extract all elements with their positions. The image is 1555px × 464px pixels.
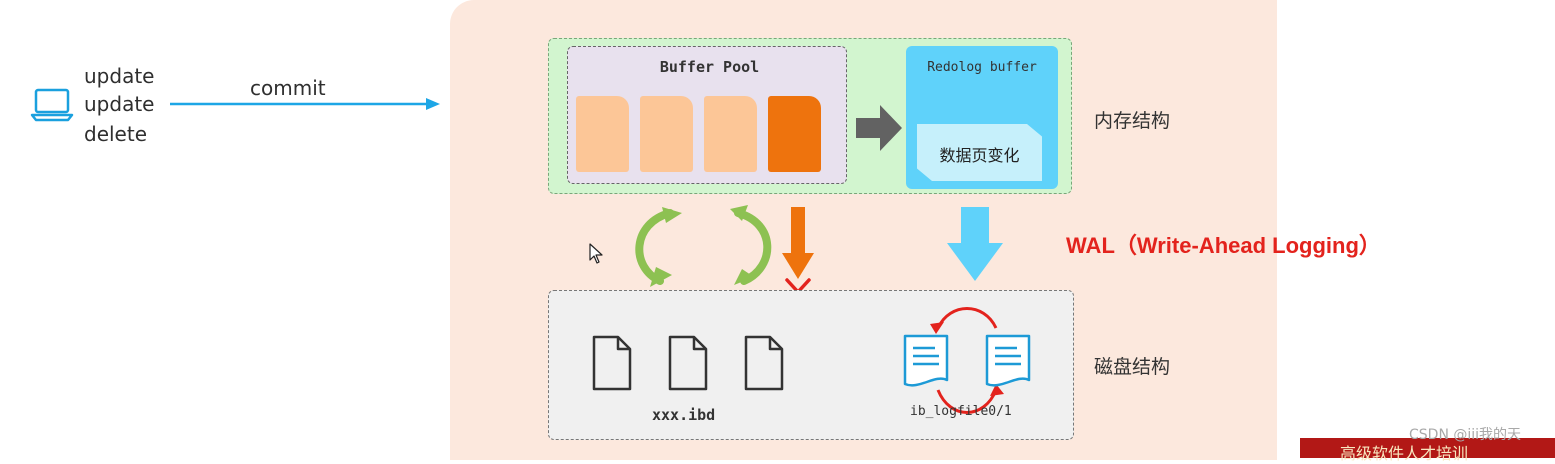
buffer-page-2 [640,96,693,172]
commit-label: commit [250,76,326,100]
logfile-label: ib_logfile0/1 [910,404,1012,419]
laptop-icon [30,88,74,122]
document-icon [903,334,949,387]
watermark: CSDN @iii我的天 [1409,427,1522,443]
redolog-buffer-title: Redolog buffer [927,60,1037,75]
cycle-arrow-icon [635,205,772,287]
file-icon [668,335,708,391]
file-icon [592,335,632,391]
ibd-file-label: xxx.ibd [652,406,716,424]
buffer-pool-title: Buffer Pool [659,58,760,76]
memory-section-label: 内存结构 [1094,110,1171,132]
buffer-page-dirty [768,96,821,172]
cycle-arrow-icon [930,307,1004,414]
disk-section-label: 磁盘结构 [1094,356,1171,378]
flush-arrow [782,207,814,279]
wal-label: WAL（Write-Ahead Logging） [1066,233,1381,258]
to-redolog-arrow [856,105,902,151]
document-icon [985,334,1031,387]
operation-delete: delete [84,122,148,146]
data-change-card [917,124,1042,181]
file-icon [744,335,784,391]
cursor-icon [589,243,603,264]
commit-arrow [170,98,440,110]
write-to-disk-arrow [947,207,1003,281]
buffer-page-3 [704,96,757,172]
operation-update-2: update [84,92,155,116]
operation-update-1: update [84,64,155,88]
data-change-label: 数据页变化 [939,146,1020,165]
buffer-page-1 [576,96,629,172]
